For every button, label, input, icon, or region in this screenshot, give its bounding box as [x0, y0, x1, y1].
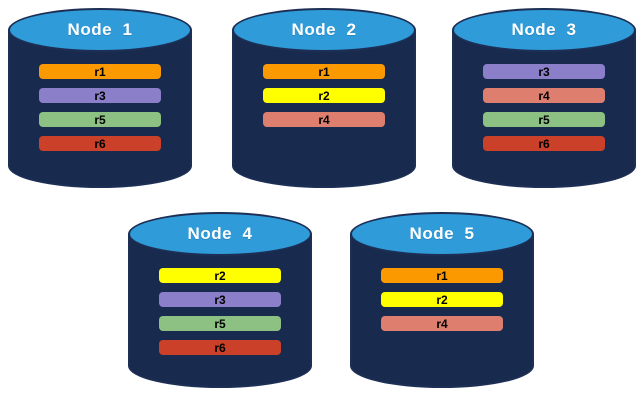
- cylinder-top: Node 2: [232, 8, 416, 52]
- node-title: Node 4: [187, 224, 253, 243]
- database-node-1: r1 r3 r5 r6 Node 1: [8, 8, 192, 188]
- replica-row-list: r2 r3 r5 r6: [128, 268, 312, 355]
- cylinder-top: Node 1: [8, 8, 192, 52]
- replica-row-r4: r4: [381, 316, 503, 331]
- replica-row-r3: r3: [39, 88, 161, 103]
- cylinder-body: [128, 234, 312, 388]
- replica-row-r5: r5: [483, 112, 605, 127]
- replica-row-r4: r4: [483, 88, 605, 103]
- database-node-4: r2 r3 r5 r6 Node 4: [128, 212, 312, 388]
- replica-row-list: r3 r4 r5 r6: [452, 64, 636, 151]
- replica-row-r6: r6: [483, 136, 605, 151]
- replica-row-r3: r3: [483, 64, 605, 79]
- node-title: Node 1: [67, 20, 133, 39]
- cylinder-body: [232, 30, 416, 188]
- replica-row-r1: r1: [39, 64, 161, 79]
- cylinder-body: [452, 30, 636, 188]
- node-title: Node 2: [291, 20, 357, 39]
- replica-row-r2: r2: [263, 88, 385, 103]
- database-node-2: r1 r2 r4 Node 2: [232, 8, 416, 188]
- replica-row-r2: r2: [159, 268, 281, 283]
- cylinder-top: Node 5: [350, 212, 534, 256]
- replica-row-list: r1 r2 r4: [350, 268, 534, 331]
- replica-row-list: r1 r2 r4: [232, 64, 416, 127]
- replica-row-r3: r3: [159, 292, 281, 307]
- replica-row-r1: r1: [263, 64, 385, 79]
- cylinder-body: [350, 234, 534, 388]
- replica-row-r6: r6: [159, 340, 281, 355]
- cylinder-top: Node 4: [128, 212, 312, 256]
- database-node-5: r1 r2 r4 Node 5: [350, 212, 534, 388]
- node-title: Node 3: [511, 20, 577, 39]
- node-title: Node 5: [409, 224, 475, 243]
- replica-row-r6: r6: [39, 136, 161, 151]
- cylinder-top: Node 3: [452, 8, 636, 52]
- replica-row-r1: r1: [381, 268, 503, 283]
- replica-row-list: r1 r3 r5 r6: [8, 64, 192, 151]
- replica-row-r4: r4: [263, 112, 385, 127]
- replica-row-r2: r2: [381, 292, 503, 307]
- replica-row-r5: r5: [39, 112, 161, 127]
- database-node-3: r3 r4 r5 r6 Node 3: [452, 8, 636, 188]
- replica-row-r5: r5: [159, 316, 281, 331]
